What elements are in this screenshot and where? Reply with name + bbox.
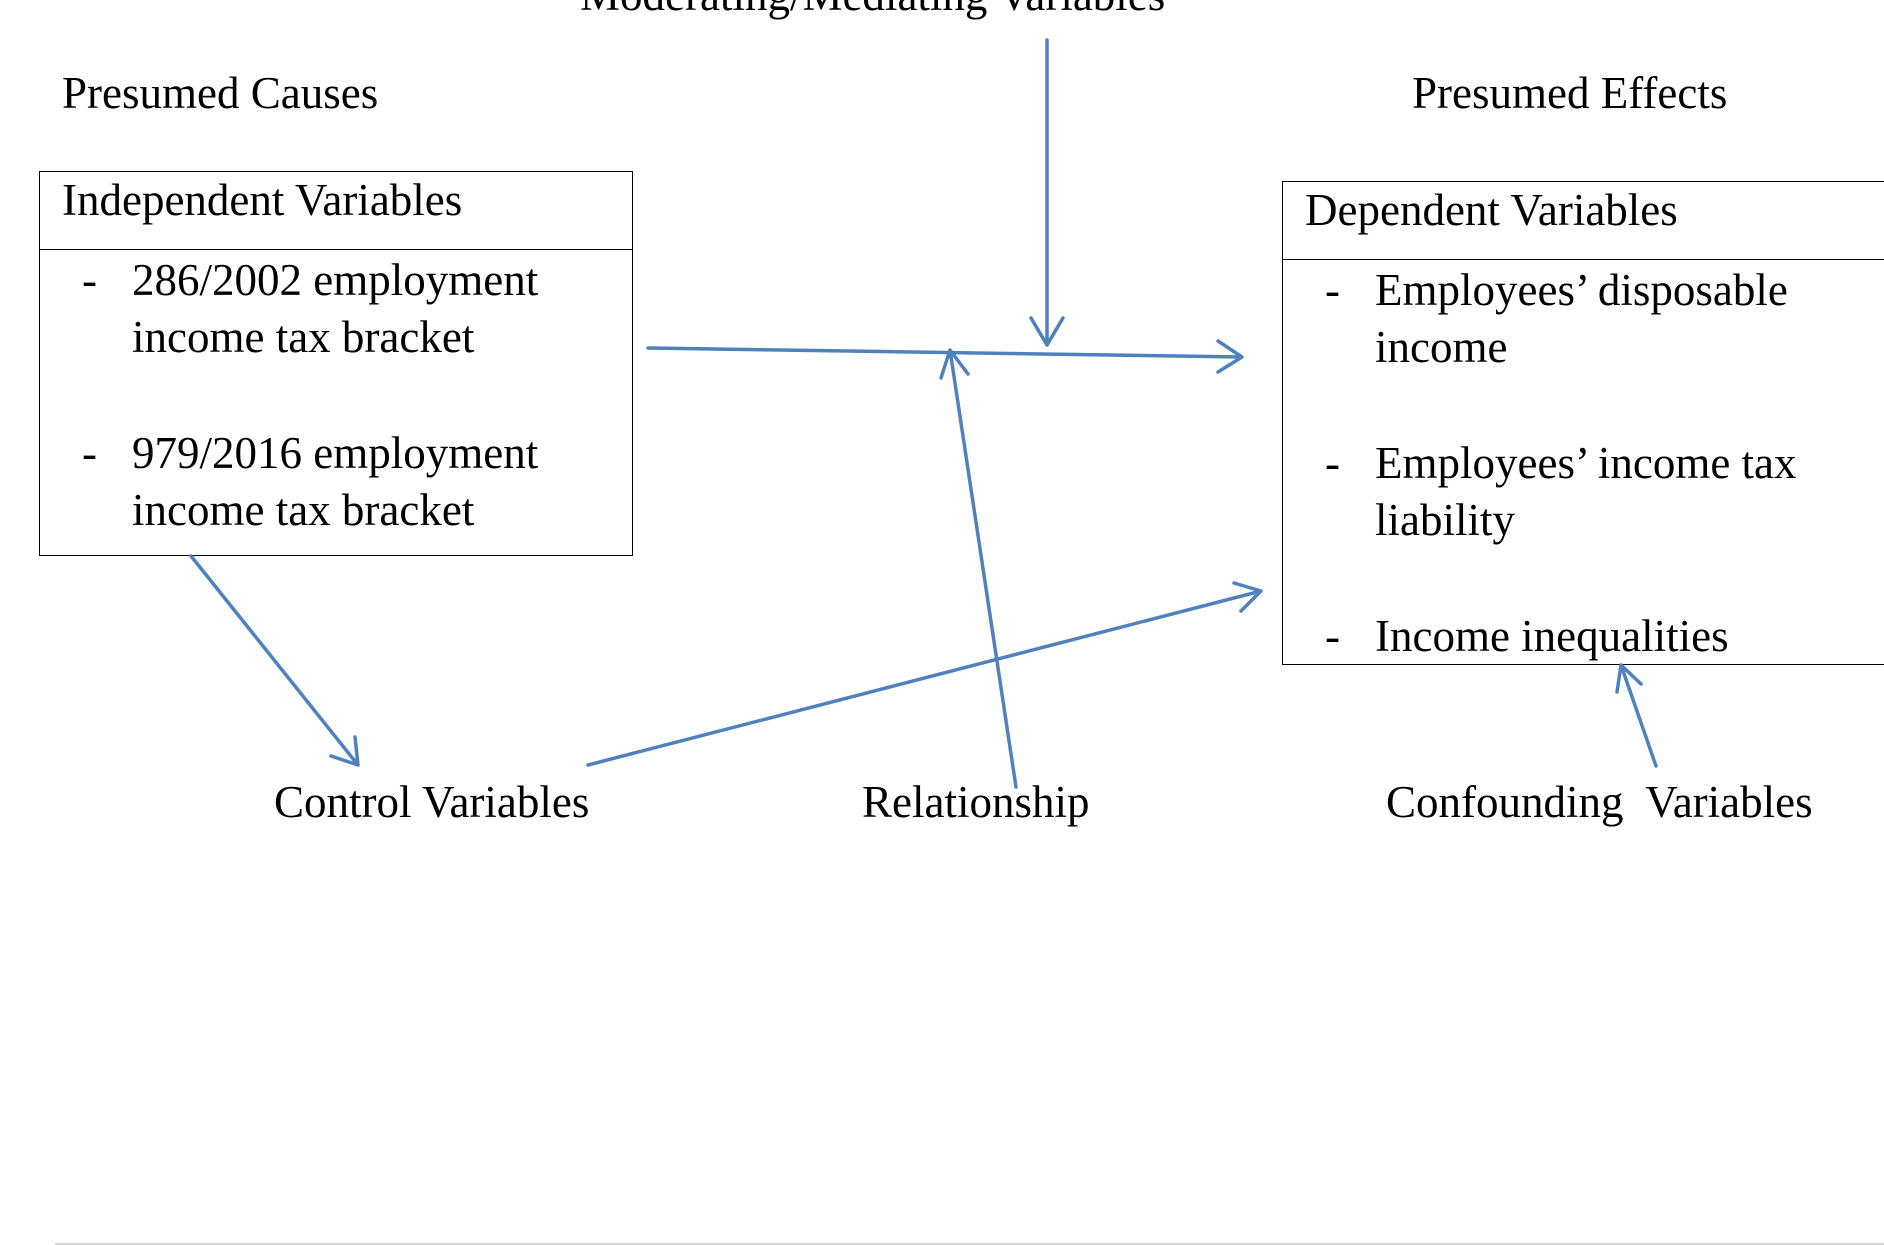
independent-item-2-line2: income tax bracket — [132, 485, 475, 535]
relationship-pointer-arrow — [939, 348, 1018, 789]
dependent-variables-box: Dependent Variables - Employees’ disposa… — [1282, 181, 1884, 665]
presumed-effects-title: Presumed Effects — [1412, 68, 1728, 118]
bullet-dash: - — [82, 255, 97, 305]
dependent-item-3-line1: Income inequalities — [1375, 611, 1729, 661]
bullet-dash: - — [82, 428, 97, 478]
dependent-variables-header: Dependent Variables — [1283, 182, 1884, 260]
confounding-to-dependent-arrow — [1615, 663, 1658, 768]
dependent-item-3: - Income inequalities — [1325, 608, 1884, 665]
moderating-variables-label: Moderating/Mediating Variables — [580, 0, 1165, 18]
footer-rule — [55, 1243, 1884, 1245]
independent-variables-title: Independent Variables — [62, 175, 463, 225]
presumed-causes-title: Presumed Causes — [62, 68, 379, 118]
moderating-arrow — [1029, 38, 1065, 347]
dependent-item-1-line2: income — [1375, 322, 1508, 372]
dependent-item-1: - Employees’ disposable income — [1325, 262, 1884, 382]
bullet-dash: - — [1325, 265, 1340, 315]
control-variables-label: Control Variables — [274, 777, 590, 827]
independent-variables-header: Independent Variables — [40, 172, 632, 250]
arrow-group — [189, 38, 1658, 789]
independent-item-2-line1: 979/2016 employment — [132, 428, 539, 478]
independent-item-1: - 286/2002 employment income tax bracket — [82, 252, 622, 372]
independent-item-1-line1: 286/2002 employment — [132, 255, 539, 305]
bullet-dash: - — [1325, 611, 1340, 661]
independent-to-control-arrow — [189, 554, 360, 767]
dependent-item-1-line1: Employees’ disposable — [1375, 265, 1788, 315]
confounding-variables-label: Confounding Variables — [1386, 777, 1813, 827]
dependent-item-2-line1: Employees’ income tax — [1375, 438, 1797, 488]
bullet-dash: - — [1325, 438, 1340, 488]
independent-item-2: - 979/2016 employment income tax bracket — [82, 425, 622, 545]
dependent-item-2-line2: liability — [1375, 495, 1515, 545]
main-relationship-arrow — [646, 339, 1244, 374]
control-to-dependent-arrow — [586, 581, 1263, 767]
relationship-label: Relationship — [862, 777, 1090, 827]
dependent-variables-title: Dependent Variables — [1305, 185, 1678, 235]
dependent-item-2: - Employees’ income tax liability — [1325, 435, 1884, 555]
independent-item-1-line2: income tax bracket — [132, 312, 475, 362]
independent-variables-box: Independent Variables - 286/2002 employm… — [39, 171, 633, 556]
